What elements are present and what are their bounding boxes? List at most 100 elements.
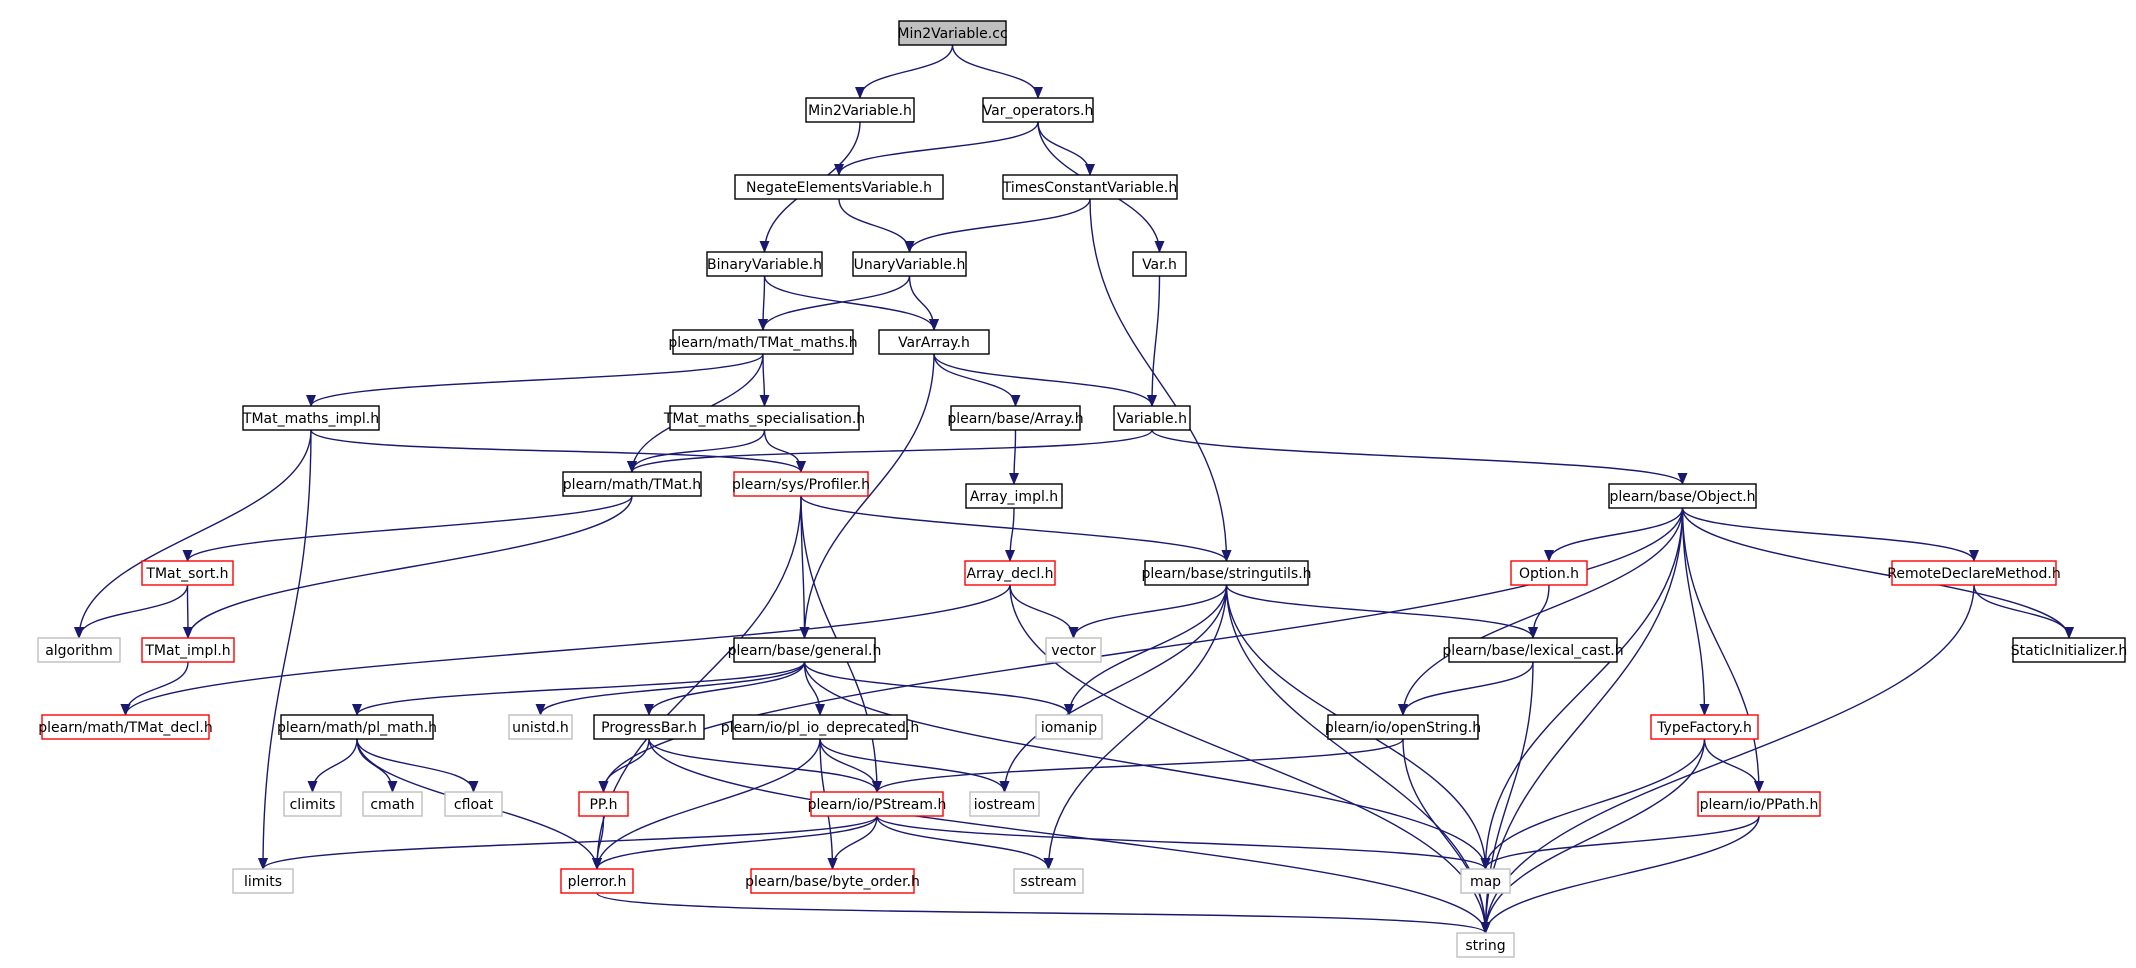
node-box bbox=[232, 868, 294, 894]
node-box bbox=[805, 97, 915, 123]
edge-plearn-math-tmat-h-to-tmat-sort-h bbox=[182, 495, 633, 562]
node-option-h[interactable]: Option.h bbox=[1510, 560, 1588, 586]
node-plearn-base-byte-order-h[interactable]: plearn/base/byte_order.h bbox=[745, 868, 920, 894]
node-box bbox=[141, 560, 234, 586]
edge-plearn-io-ppath-h-to-string bbox=[1480, 815, 1760, 934]
node-tmat-maths-impl-h[interactable]: TMat_maths_impl.h bbox=[242, 405, 380, 431]
edge-plearn-base-general-h-to-plearn-io-pl-io-deprecated-h bbox=[803, 661, 825, 716]
node-box bbox=[982, 97, 1094, 123]
node-staticinitializer-h[interactable]: StaticInitializer.h bbox=[2011, 637, 2127, 663]
edge-plearn-io-openstring-h-to-plearn-io-pstream-h bbox=[872, 738, 1404, 793]
node-box bbox=[578, 791, 629, 817]
node-remotedeclaremethod-h[interactable]: RemoteDeclareMethod.h bbox=[1887, 560, 2061, 586]
node-plearn-math-tmat-maths-h[interactable]: plearn/math/TMat_maths.h bbox=[668, 329, 858, 355]
edge-plearn-base-object-h-to-plearn-io-openstring-h bbox=[1398, 507, 1684, 716]
edge-min2variable-cc-to-min2variable-h bbox=[855, 44, 954, 99]
node-box bbox=[964, 560, 1056, 586]
node-tmat-sort-h[interactable]: TMat_sort.h bbox=[141, 560, 234, 586]
node-label: Array_impl.h bbox=[970, 489, 1058, 505]
node-label: VarArray.h bbox=[898, 335, 970, 351]
node-tmat-maths-specialisation-h[interactable]: TMat_maths_specialisation.h bbox=[663, 405, 865, 431]
edge-plearn-io-pl-io-deprecated-h-to-plearn-io-pstream-h bbox=[819, 738, 882, 793]
node-pp-h[interactable]: PP.h bbox=[578, 791, 629, 817]
node-box bbox=[669, 405, 860, 431]
node-plearn-sys-profiler-h[interactable]: plearn/sys/Profiler.h bbox=[732, 471, 870, 497]
node-plearn-base-general-h[interactable]: plearn/base/general.h bbox=[728, 637, 882, 663]
edge-plearn-math-pl-math-h-to-climits bbox=[307, 738, 358, 793]
edge-plearn-math-tmat-maths-h-to-tmat-maths-specialisation-h bbox=[759, 353, 770, 407]
node-label: plearn/sys/Profiler.h bbox=[732, 477, 870, 493]
edge-plearn-base-object-h-to-map bbox=[1480, 507, 1684, 870]
node-plearn-base-object-h[interactable]: plearn/base/Object.h bbox=[1608, 483, 1757, 509]
edge-tmat-maths-impl-h-to-limits bbox=[258, 429, 312, 870]
edge-plearn-io-pstream-h-to-limits bbox=[258, 815, 878, 870]
node-label: TMat_maths_specialisation.h bbox=[663, 411, 865, 427]
node-array-decl-h[interactable]: Array_decl.h bbox=[964, 560, 1056, 586]
node-algorithm: algorithm bbox=[37, 637, 121, 663]
node-plearn-math-tmat-h[interactable]: plearn/math/TMat.h bbox=[562, 471, 702, 497]
node-timesconstantvariable-h[interactable]: TimesConstantVariable.h bbox=[1002, 174, 1178, 200]
node-plearn-math-tmat-decl-h[interactable]: plearn/math/TMat_decl.h bbox=[38, 714, 213, 740]
node-box bbox=[706, 251, 823, 277]
node-var-h[interactable]: Var.h bbox=[1132, 251, 1187, 277]
node-box bbox=[280, 714, 434, 740]
edge-plearn-base-stringutils-h-to-iostream bbox=[999, 584, 1228, 793]
edge-plearn-math-tmat-h-to-tmat-impl-h bbox=[183, 495, 633, 639]
node-label: Array_decl.h bbox=[966, 566, 1053, 582]
edge-plearn-base-array-h-to-array-impl-h bbox=[1009, 429, 1020, 485]
node-climits: climits bbox=[283, 791, 342, 817]
node-negateelementsvariable-h[interactable]: NegateElementsVariable.h bbox=[734, 174, 944, 200]
node-array-impl-h[interactable]: Array_impl.h bbox=[965, 483, 1063, 509]
node-plearn-base-lexical-cast-h[interactable]: plearn/base/lexical_cast.h bbox=[1442, 637, 1624, 663]
node-typefactory-h[interactable]: TypeFactory.h bbox=[1650, 714, 1759, 740]
node-min2variable-h[interactable]: Min2Variable.h bbox=[805, 97, 915, 123]
edge-plearn-base-stringutils-h-to-iomanip bbox=[1064, 584, 1228, 716]
node-box bbox=[1045, 637, 1102, 663]
node-box bbox=[1002, 174, 1178, 200]
edge-timesconstantvariable-h-to-unaryvariable-h bbox=[904, 198, 1091, 253]
edge-plearn-io-pl-io-deprecated-h-to-plerror-h bbox=[592, 738, 821, 870]
node-label: vector bbox=[1051, 643, 1096, 659]
edge-tmat-maths-impl-h-to-plearn-sys-profiler-h bbox=[310, 429, 806, 473]
node-label: cfloat bbox=[454, 797, 494, 813]
node-tmat-impl-h[interactable]: TMat_impl.h bbox=[141, 637, 235, 663]
node-label: NegateElementsVariable.h bbox=[746, 180, 932, 196]
node-plearn-io-pstream-h[interactable]: plearn/io/PStream.h bbox=[808, 791, 947, 817]
edge-plearn-math-pl-math-h-to-cfloat bbox=[356, 738, 479, 793]
node-plearn-base-array-h[interactable]: plearn/base/Array.h bbox=[947, 405, 1084, 431]
edge-plerror-h-to-string bbox=[596, 892, 1491, 934]
node-label: Var.h bbox=[1142, 257, 1177, 273]
node-var-operators-h[interactable]: Var_operators.h bbox=[982, 97, 1094, 123]
edge-plearn-base-object-h-to-option-h bbox=[1544, 507, 1684, 562]
edge-variable-h-to-plearn-math-tmat-h bbox=[627, 429, 1153, 473]
node-map: map bbox=[1460, 868, 1511, 894]
node-binaryvariable-h[interactable]: BinaryVariable.h bbox=[706, 251, 823, 277]
node-vector: vector bbox=[1045, 637, 1102, 663]
node-plerror-h[interactable]: plerror.h bbox=[560, 868, 634, 894]
node-plearn-base-stringutils-h[interactable]: plearn/base/stringutils.h bbox=[1141, 560, 1312, 586]
node-plearn-io-openstring-h[interactable]: plearn/io/openString.h bbox=[1325, 714, 1481, 740]
node-box bbox=[733, 471, 869, 497]
node-plearn-io-ppath-h[interactable]: plearn/io/PPath.h bbox=[1697, 791, 1821, 817]
node-label: Variable.h bbox=[1117, 411, 1187, 427]
node-box bbox=[560, 868, 634, 894]
node-label: Min2Variable.cc bbox=[897, 26, 1007, 42]
node-box bbox=[1456, 932, 1515, 958]
node-string: string bbox=[1456, 932, 1515, 958]
node-vararray-h[interactable]: VarArray.h bbox=[878, 329, 990, 355]
node-label: iomanip bbox=[1041, 720, 1097, 736]
node-plearn-io-pl-io-deprecated-h[interactable]: plearn/io/pl_io_deprecated.h bbox=[721, 714, 920, 740]
node-unaryvariable-h[interactable]: UnaryVariable.h bbox=[852, 251, 967, 277]
node-plearn-math-pl-math-h[interactable]: plearn/math/pl_math.h bbox=[277, 714, 437, 740]
node-min2variable-cc: Min2Variable.cc bbox=[897, 20, 1008, 46]
node-label: StaticInitializer.h bbox=[2011, 643, 2127, 659]
edge-tmat-sort-h-to-tmat-impl-h bbox=[182, 584, 193, 639]
edge-var-h-to-variable-h bbox=[1147, 275, 1161, 407]
edge-plearn-base-object-h-to-plearn-io-ppath-h bbox=[1681, 507, 1764, 793]
node-variable-h[interactable]: Variable.h bbox=[1113, 405, 1191, 431]
node-label: UnaryVariable.h bbox=[854, 257, 966, 273]
node-box bbox=[1327, 714, 1479, 740]
edge-array-decl-h-to-vector bbox=[1009, 584, 1079, 639]
node-box bbox=[1608, 483, 1757, 509]
node-progressbar-h[interactable]: ProgressBar.h bbox=[593, 714, 705, 740]
